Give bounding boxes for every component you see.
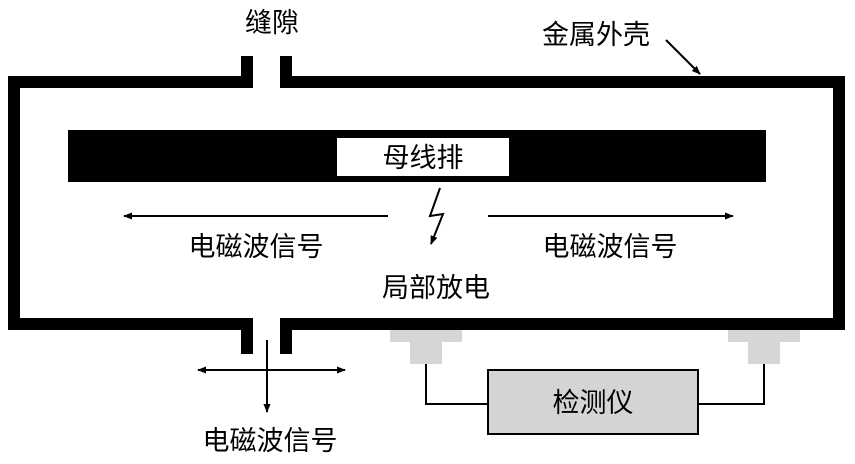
detector-label: 检测仪	[553, 388, 634, 419]
em-signal-bottom-label: 电磁波信号	[203, 426, 338, 457]
discharge-bolt	[428, 187, 445, 245]
busbar-label-box	[337, 138, 509, 176]
wire-left	[425, 364, 488, 405]
em-signal-left-label: 电磁波信号	[189, 232, 324, 263]
sensor-left	[390, 330, 462, 364]
metal-shell-pointer	[665, 39, 701, 75]
sensor-right	[728, 330, 800, 364]
wire-right	[698, 364, 765, 405]
metal-enclosure	[8, 56, 845, 354]
partial-discharge-label: 局部放电	[382, 273, 490, 304]
metal-shell-label: 金属外壳	[542, 20, 650, 51]
em-signal-right-label: 电磁波信号	[543, 232, 678, 263]
detector-box	[487, 369, 699, 435]
gap-label: 缝隙	[245, 8, 299, 39]
busbar-label: 母线排	[383, 143, 464, 174]
